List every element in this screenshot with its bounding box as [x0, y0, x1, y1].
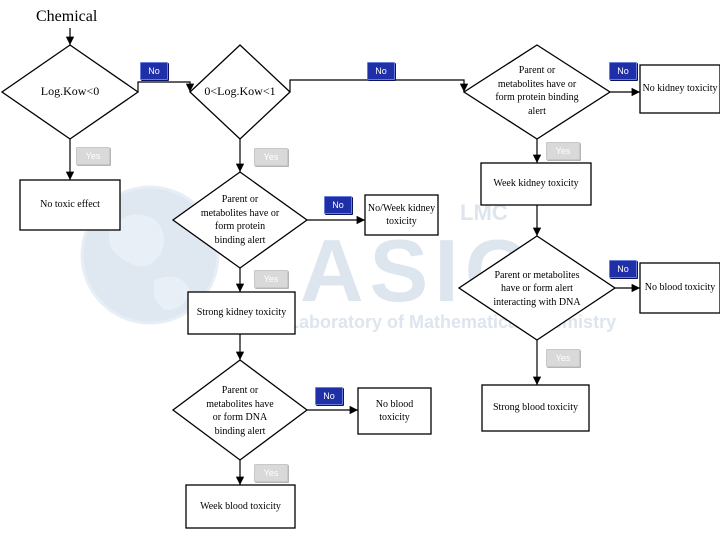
strong-kidney-label: Strong kidney toxicity	[196, 307, 287, 319]
yes-badge: Yes	[254, 270, 288, 288]
no-badge: No	[315, 387, 343, 405]
box-no-kidney	[639, 64, 720, 114]
dna-binding-label: Parent or metabolites have or form DNA b…	[206, 385, 274, 437]
dna-interacting-label: Parent or metabolites have or form alert…	[493, 269, 581, 308]
yes-badge: Yes	[546, 349, 580, 367]
yes-badge: Yes	[254, 464, 288, 482]
yes-badge: Yes	[546, 142, 580, 160]
weak-blood-label: Week blood toxicity	[200, 500, 281, 512]
no-weak-kidney-label: No/Week kidney toxicity	[367, 202, 436, 228]
box-no-weak-kidney	[364, 194, 439, 236]
box-strong-kidney	[187, 291, 296, 335]
no-toxic-effect-label: No toxic effect	[40, 199, 100, 211]
box-strong-blood	[481, 384, 590, 432]
no-blood-right-label: No blood toxicity	[644, 282, 716, 294]
box-no-toxic-effect	[19, 179, 121, 231]
no-badge: No	[609, 62, 637, 80]
box-weak-kidney	[480, 162, 592, 206]
yes-badge: Yes	[254, 148, 288, 166]
no-kidney-label: No kidney toxicity	[642, 83, 718, 95]
yes-badge: Yes	[76, 147, 110, 165]
logkow-lt0-label: Log.Kow<0	[40, 84, 100, 99]
protein-binding-left-label: Parent or metabolites have or form prote…	[200, 194, 280, 246]
no-badge: No	[609, 260, 637, 278]
no-blood-left-label: No blood toxicity	[375, 398, 414, 424]
wire-logkow-no	[137, 81, 195, 92]
no-badge: No	[140, 62, 168, 80]
no-badge: No	[324, 196, 352, 214]
chemical-title: Chemical	[36, 8, 98, 25]
no-badge: No	[367, 62, 395, 80]
wire-range-no	[289, 79, 469, 92]
logkow-0-1-label: 0<Log.Kow<1	[204, 84, 276, 99]
protein-binding-right-label: Parent or metabolites have or form prote…	[495, 65, 579, 117]
box-no-blood-left	[357, 387, 432, 435]
strong-blood-label: Strong blood toxicity	[493, 402, 578, 414]
weak-kidney-label: Week kidney toxicity	[493, 178, 579, 190]
